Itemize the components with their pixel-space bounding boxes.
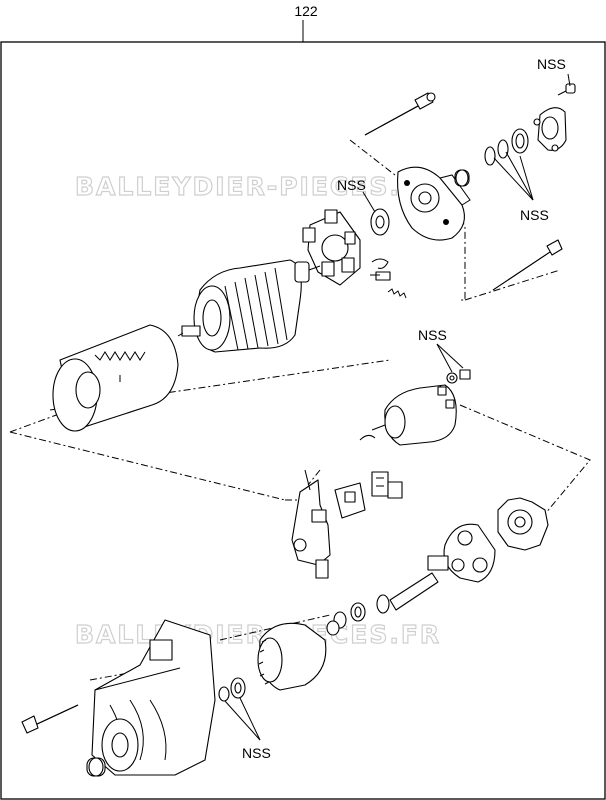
snap-ring-pair [326,611,347,636]
front-bushing [86,757,106,777]
through-bolt-lower [492,239,563,291]
overrunning-clutch [257,622,327,691]
rear-bushing [454,169,470,187]
rear-cap [533,107,567,152]
yoke-field-frame [52,324,179,432]
stop-collar [350,602,366,622]
lever-spring-block [371,471,403,499]
front-bearing [218,677,246,702]
rear-cover [397,166,471,241]
mounting-bolt [21,704,79,734]
lever-retainer [334,482,366,519]
brush-spring-clip [370,258,391,281]
diagram-frame [0,41,606,800]
group-number: 122 [294,3,318,19]
callout-nss-solenoid-nuts: NSS [418,327,447,343]
shift-lever [291,469,331,579]
callout-nss-top-right: NSS [537,56,566,72]
brush-holder [302,209,361,286]
thrust-washer [370,208,390,236]
pinion-shaft [376,572,439,614]
armature [177,259,321,353]
callout-leaders [224,73,571,741]
planetary-carrier [427,523,496,583]
shim-set [484,128,529,166]
callout-nss-bottom-bearing: NSS [242,745,271,761]
front-housing [91,619,216,776]
magnetic-switch-solenoid [359,384,457,446]
brush-spring [387,288,407,299]
callout-nss-shims: NSS [520,207,549,223]
watermark-bottom: BALLEYDIER-PIECES.FR [75,620,441,649]
watermark-top: BALLEYDIER-PIECES.FR [75,172,441,201]
through-bolt-upper [364,92,436,136]
cap-screw [557,83,576,96]
solenoid-nuts [446,369,471,384]
callout-nss-washer: NSS [337,177,366,193]
internal-gear [497,497,549,551]
